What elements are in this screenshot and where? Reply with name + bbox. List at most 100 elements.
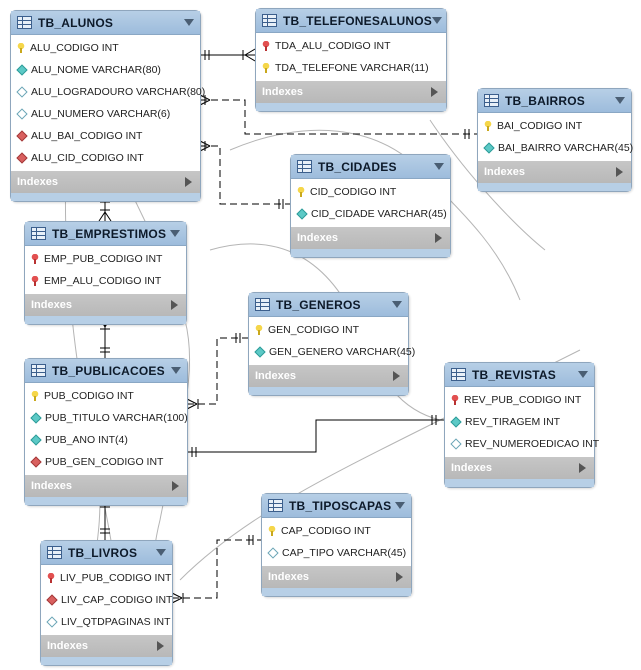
column-row[interactable]: GEN_GENERO VARCHAR(45) <box>249 341 415 363</box>
entity-header[interactable]: TB_REVISTAS <box>445 363 594 387</box>
entity-tb-publicacoes[interactable]: TB_PUBLICACOES PUB_CODIGO INT PUB_TITULO… <box>24 358 188 506</box>
entity-header[interactable]: TB_PUBLICACOES <box>25 359 187 383</box>
column-row[interactable]: ALU_BAI_CODIGO INT <box>11 125 200 147</box>
rel-crowfoot <box>244 48 256 62</box>
collapse-toggle-icon[interactable] <box>578 371 588 378</box>
indexes-bar[interactable]: Indexes <box>291 227 450 249</box>
column-row[interactable]: ALU_NOME VARCHAR(80) <box>11 59 200 81</box>
collapse-toggle-icon[interactable] <box>615 97 625 104</box>
column-row[interactable]: REV_PUB_CODIGO INT <box>445 389 594 411</box>
column-list: CAP_CODIGO INT CAP_TIPO VARCHAR(45) <box>262 518 411 566</box>
column-label: REV_PUB_CODIGO INT <box>464 394 582 406</box>
table-icon <box>31 227 46 240</box>
attribute-diamond-icon <box>16 64 28 76</box>
collapse-toggle-icon[interactable] <box>392 301 402 308</box>
column-row[interactable]: PUB_CODIGO INT <box>25 385 187 407</box>
entity-tb-bairros[interactable]: TB_BAIRROS BAI_CODIGO INT BAI_BAIRRO VAR… <box>477 88 633 192</box>
column-row[interactable]: CID_CODIGO INT <box>291 181 450 203</box>
expand-arrow-icon[interactable] <box>431 87 438 97</box>
entity-title: TB_ALUNOS <box>38 15 114 30</box>
entity-tb-cidades[interactable]: TB_CIDADES CID_CODIGO INT CID_CIDADE VAR… <box>290 154 451 258</box>
column-row[interactable]: TDA_ALU_CODIGO INT <box>256 35 446 57</box>
entity-title: TB_TELEFONESALUNOS <box>283 13 432 28</box>
entity-header[interactable]: TB_TELEFONESALUNOS <box>256 9 446 33</box>
column-label: ALU_LOGRADOURO VARCHAR(80) <box>31 86 206 98</box>
column-row[interactable]: ALU_CODIGO INT <box>11 37 200 59</box>
column-row[interactable]: LIV_CAP_CODIGO INT <box>41 589 172 611</box>
entity-tb-emprestimos[interactable]: TB_EMPRESTIMOS EMP_PUB_CODIGO INT EMP_AL… <box>24 221 187 325</box>
column-label: PUB_TITULO VARCHAR(100) <box>45 412 188 424</box>
indexes-bar[interactable]: Indexes <box>25 294 186 316</box>
collapse-toggle-icon[interactable] <box>184 19 194 26</box>
indexes-bar[interactable]: Indexes <box>41 635 172 657</box>
column-row[interactable]: REV_NUMEROEDICAO INT <box>445 433 599 455</box>
column-label: LIV_CAP_CODIGO INT <box>61 594 173 606</box>
expand-arrow-icon[interactable] <box>393 371 400 381</box>
entity-header[interactable]: TB_TIPOSCAPAS <box>262 494 411 518</box>
column-row[interactable]: ALU_LOGRADOURO VARCHAR(80) <box>11 81 205 103</box>
indexes-bar[interactable]: Indexes <box>25 475 187 497</box>
entity-tb-revistas[interactable]: TB_REVISTAS REV_PUB_CODIGO INT REV_TIRAG… <box>444 362 599 488</box>
indexes-label: Indexes <box>262 86 303 98</box>
indexes-bar[interactable]: Indexes <box>478 161 631 183</box>
column-row[interactable]: ALU_CID_CODIGO INT <box>11 147 200 169</box>
column-row[interactable]: REV_TIRAGEM INT <box>445 411 594 433</box>
entity-tb-telefonesalunos[interactable]: TB_TELEFONESALUNOS TDA_ALU_CODIGO INT TD… <box>255 8 447 112</box>
column-row[interactable]: CAP_TIPO VARCHAR(45) <box>262 542 411 564</box>
entity-header[interactable]: TB_BAIRROS <box>478 89 631 113</box>
column-row[interactable]: PUB_TITULO VARCHAR(100) <box>25 407 188 429</box>
indexes-bar[interactable]: Indexes <box>445 457 594 479</box>
column-row[interactable]: BAI_CODIGO INT <box>478 115 631 137</box>
expand-arrow-icon[interactable] <box>396 572 403 582</box>
collapse-toggle-icon[interactable] <box>171 367 181 374</box>
entity-footer <box>445 479 594 487</box>
column-label: LIV_PUB_CODIGO INT <box>60 572 172 584</box>
expand-arrow-icon[interactable] <box>185 177 192 187</box>
pk-fk-key-icon <box>31 254 40 264</box>
indexes-label: Indexes <box>47 640 88 652</box>
entity-header[interactable]: TB_GENEROS <box>249 293 408 317</box>
column-row[interactable]: EMP_PUB_CODIGO INT <box>25 248 186 270</box>
collapse-toggle-icon[interactable] <box>156 549 166 556</box>
expand-arrow-icon[interactable] <box>171 300 178 310</box>
column-row[interactable]: PUB_ANO INT(4) <box>25 429 187 451</box>
rel-line-publicacoes-revistas <box>187 419 444 453</box>
entity-footer <box>249 387 408 395</box>
entity-header[interactable]: TB_EMPRESTIMOS <box>25 222 186 246</box>
collapse-toggle-icon[interactable] <box>431 17 442 24</box>
entity-header[interactable]: TB_ALUNOS <box>11 11 200 35</box>
expand-arrow-icon[interactable] <box>172 481 179 491</box>
column-row[interactable]: CID_CIDADE VARCHAR(45) <box>291 203 450 225</box>
expand-arrow-icon[interactable] <box>616 167 623 177</box>
entity-header[interactable]: TB_CIDADES <box>291 155 450 179</box>
column-row[interactable]: GEN_CODIGO INT <box>249 319 408 341</box>
column-row[interactable]: LIV_QTDPAGINAS INT <box>41 611 172 633</box>
expand-arrow-icon[interactable] <box>579 463 586 473</box>
fk-diamond-icon <box>16 152 28 164</box>
column-row[interactable]: TDA_TELEFONE VARCHAR(11) <box>256 57 446 79</box>
entity-tb-alunos[interactable]: TB_ALUNOS ALU_CODIGO INT ALU_NOME VARCHA… <box>10 10 205 202</box>
column-row[interactable]: LIV_PUB_CODIGO INT <box>41 567 172 589</box>
expand-arrow-icon[interactable] <box>157 641 164 651</box>
entity-footer <box>262 588 411 596</box>
expand-arrow-icon[interactable] <box>435 233 442 243</box>
column-row[interactable]: EMP_ALU_CODIGO INT <box>25 270 186 292</box>
attribute-diamond-icon <box>254 346 266 358</box>
column-row[interactable]: ALU_NUMERO VARCHAR(6) <box>11 103 200 125</box>
entity-header[interactable]: TB_LIVROS <box>41 541 172 565</box>
indexes-bar[interactable]: Indexes <box>11 171 200 193</box>
column-row[interactable]: CAP_CODIGO INT <box>262 520 411 542</box>
entity-footer <box>291 249 450 257</box>
indexes-bar[interactable]: Indexes <box>249 365 408 387</box>
column-list: ALU_CODIGO INT ALU_NOME VARCHAR(80) ALU_… <box>11 35 205 171</box>
collapse-toggle-icon[interactable] <box>170 230 180 237</box>
entity-tb-tiposcapas[interactable]: TB_TIPOSCAPAS CAP_CODIGO INT CAP_TIPO VA… <box>261 493 412 597</box>
indexes-bar[interactable]: Indexes <box>262 566 411 588</box>
indexes-bar[interactable]: Indexes <box>256 81 446 103</box>
column-row[interactable]: PUB_GEN_CODIGO INT <box>25 451 187 473</box>
collapse-toggle-icon[interactable] <box>395 502 405 509</box>
column-row[interactable]: BAI_BAIRRO VARCHAR(45) <box>478 137 633 159</box>
entity-tb-generos[interactable]: TB_GENEROS GEN_CODIGO INT GEN_GENERO VAR… <box>248 292 415 396</box>
collapse-toggle-icon[interactable] <box>434 163 444 170</box>
entity-tb-livros[interactable]: TB_LIVROS LIV_PUB_CODIGO INT LIV_CAP_COD… <box>40 540 173 666</box>
